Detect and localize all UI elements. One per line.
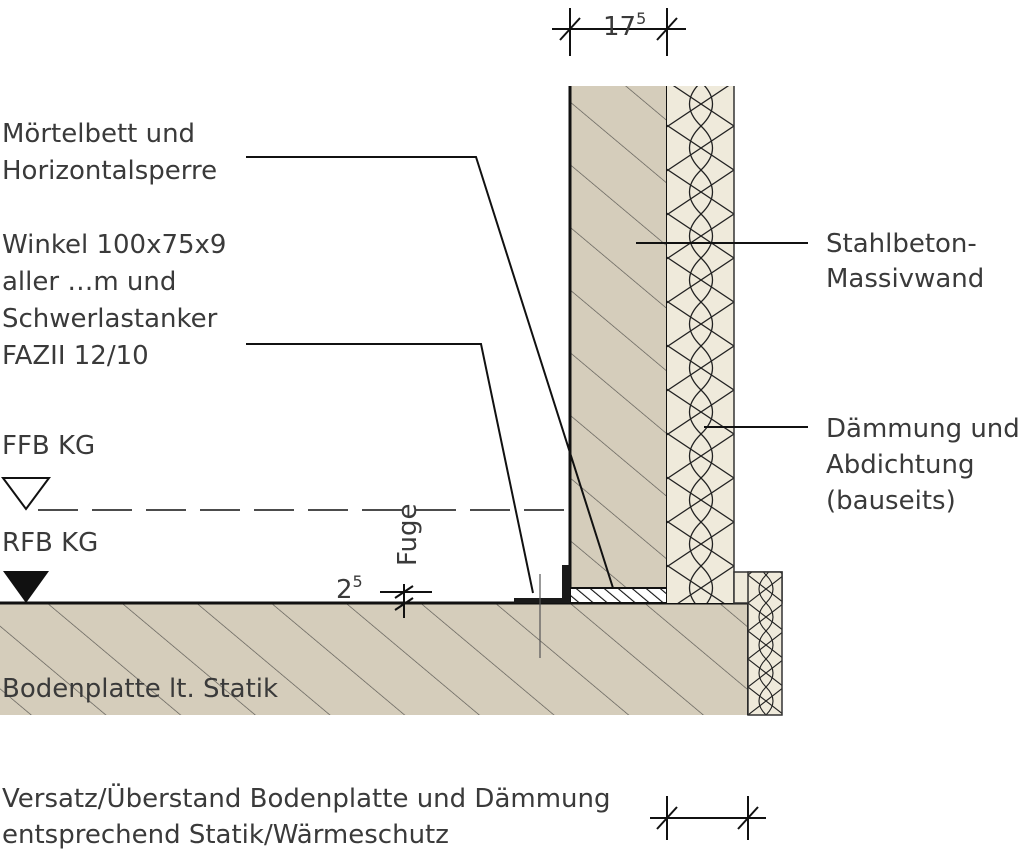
ffb-triangle-icon [1,477,51,511]
joint-dimension [380,584,432,618]
mortar-label-line-1: Mörtelbett und [2,119,195,149]
floor-slab [0,601,749,715]
mortar-bed [569,587,668,604]
angle-label-line-3: Schwerlastanker [2,304,218,334]
rfb-triangle-icon [3,571,49,603]
wall-label-line-2: Massivwand [826,264,984,294]
concrete-wall [568,86,668,603]
offset-dimension [650,796,766,840]
steel-angle [514,565,570,658]
mortar-leader-line [246,156,614,589]
joint-label: Fuge [393,503,423,566]
mortar-label-line-2: Horizontalsperre [2,156,217,186]
wall-label-line-1: Stahlbeton- [826,229,977,259]
angle-label-line-4: FAZII 12/10 [2,341,149,371]
note-line-1: Versatz/Überstand Bodenplatte und Dämmun… [2,782,611,814]
angle-label-line-2: aller …m und [2,267,176,297]
angle-leader-line [246,343,534,594]
insulation-label-line-3: (bauseits) [826,486,956,516]
rfb-label: RFB KG [2,528,98,558]
insulation-label-line-1: Dämmung und [826,414,1020,444]
joint-gap-value: 25 [336,572,363,605]
wall-thickness-dimension [552,8,686,56]
perimeter-insulation [733,571,783,716]
wall-thickness-value: 175 [603,9,646,42]
insulation-label-line-2: Abdichtung [826,450,974,480]
angle-label-line-1: Winkel 100x75x9 [2,230,226,260]
note-line-2: entsprechend Statik/Wärmeschutz [2,820,449,850]
ffb-label: FFB KG [2,431,95,461]
slab-label: Bodenplatte lt. Statik [2,674,278,704]
wall-insulation [667,86,735,603]
